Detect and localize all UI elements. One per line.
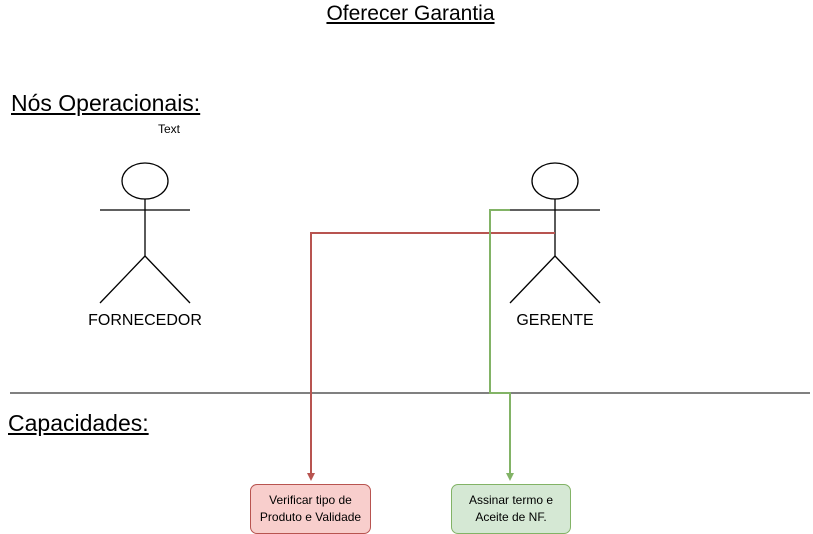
capability-box-verificar[interactable]: Verificar tipo de Produto e Validade (250, 484, 371, 534)
section-title-operational-nodes: Nós Operacionais: (11, 90, 201, 116)
actor-label-fornecedor: FORNECEDOR (88, 312, 202, 329)
capability-text-assinar: Assinar termo e Aceite de NF. (468, 493, 554, 524)
actor-fornecedor-figure[interactable] (99, 162, 191, 304)
actor-label-gerente: GERENTE (516, 312, 594, 329)
capability-text-verificar: Verificar tipo de Produto e Validade (259, 493, 362, 524)
connector-red[interactable] (307, 232, 555, 481)
connector-green[interactable] (489, 209, 514, 481)
capability-box-assinar[interactable]: Assinar termo e Aceite de NF. (451, 484, 571, 534)
text-note[interactable]: Text (158, 122, 181, 136)
section-title-capabilities: Capacidades: (8, 410, 149, 436)
page-title: Oferecer Garantia (326, 2, 495, 25)
actor-gerente-figure[interactable] (509, 162, 601, 304)
